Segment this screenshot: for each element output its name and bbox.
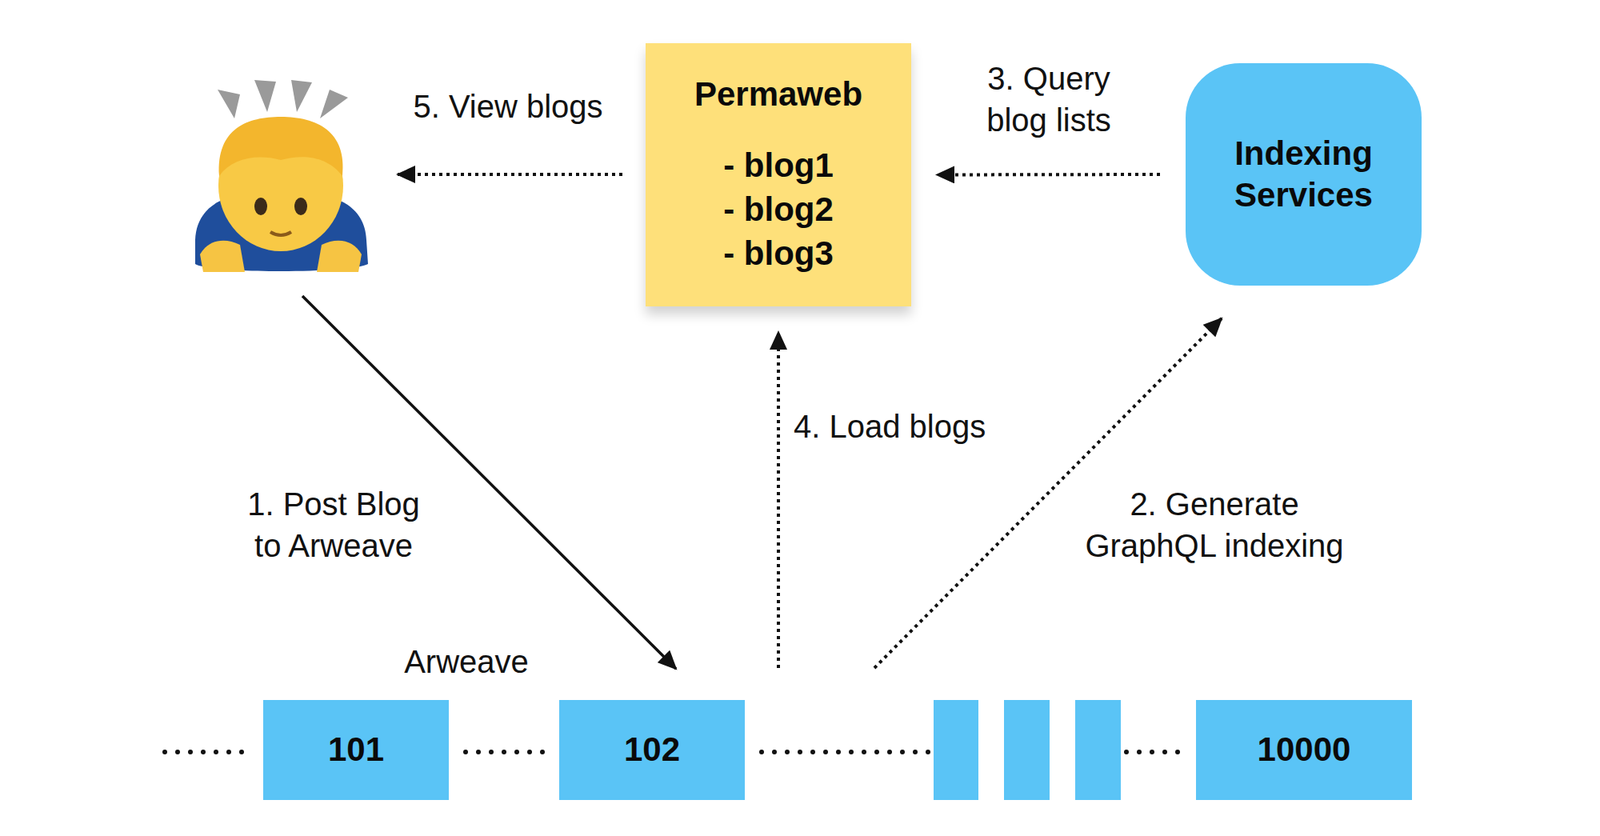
dotted-arrow (776, 332, 780, 668)
ellipsis-dot (213, 749, 219, 755)
ellipsis-dot (540, 749, 545, 755)
node-line: - blog3 (723, 231, 834, 276)
ellipsis-dot (188, 749, 193, 755)
ellipsis-dot (900, 749, 905, 755)
step-label: 1. Post Blog to Arweave (229, 483, 438, 567)
person-illustration (195, 80, 368, 272)
edge-label: 2. Generate GraphQL indexing (1074, 483, 1355, 567)
ellipsis-dot (912, 749, 918, 755)
ellipsis-dot (162, 749, 168, 755)
ellipsis-dot (1149, 749, 1155, 755)
node-title: 101 (328, 728, 384, 772)
node-title: Indexing Services (1201, 132, 1406, 217)
ellipsis-dot (772, 749, 777, 755)
ellipsis-dot (175, 749, 180, 755)
ellipsis-dot (514, 749, 520, 755)
node-title: 102 (624, 728, 680, 772)
chain-block (933, 700, 979, 800)
ellipsis-dot (239, 749, 244, 755)
step-label: Arweave (404, 640, 529, 683)
edge-label: 3. Query blog lists (964, 57, 1133, 141)
ellipsis-dot (874, 749, 880, 755)
ellipsis-dot (784, 749, 790, 755)
service-box: Indexing Services (1185, 63, 1422, 286)
ellipsis-dot (1124, 749, 1129, 755)
post-arrow (302, 296, 676, 669)
chain-block: 10000 (1196, 700, 1412, 800)
ellipsis-dot (836, 749, 841, 755)
node-line: - blog1 (723, 143, 834, 188)
node-title: 10000 (1257, 728, 1352, 772)
ellipsis-dot (463, 749, 468, 755)
ellipsis-dot (797, 749, 803, 755)
ellipsis-dot (200, 749, 206, 755)
edge-label: 4. Load blogs (793, 405, 986, 448)
ellipsis-dot (501, 749, 507, 755)
chain-block: 101 (263, 700, 449, 800)
chain-block (1075, 700, 1121, 800)
ellipsis-dot (1162, 749, 1168, 755)
ellipsis-dot (527, 749, 532, 755)
ellipsis-dot (848, 749, 854, 755)
dotted-arrow (936, 172, 1160, 177)
ellipsis-dot (476, 749, 481, 755)
ellipsis-dot (823, 749, 828, 755)
node-line: - blog2 (723, 187, 834, 232)
chain-block (1004, 700, 1050, 800)
ellipsis-dot (226, 749, 232, 755)
ellipsis-dot (1175, 749, 1180, 755)
ellipsis-dot (810, 749, 816, 755)
chain-block: 102 (559, 700, 745, 800)
permaweb-note: Permaweb - blog1- blog2- blog3 (645, 43, 912, 307)
ellipsis-dot (887, 749, 892, 755)
ellipsis-dot (1136, 749, 1142, 755)
ellipsis-dot (759, 749, 764, 755)
ellipsis-dot (488, 749, 494, 755)
view-arrow (397, 172, 623, 176)
node-title: Permaweb (694, 73, 863, 116)
ellipsis-dot (861, 749, 867, 755)
ellipsis-dot (925, 749, 931, 755)
step-label: 5. View blogs (412, 85, 603, 128)
